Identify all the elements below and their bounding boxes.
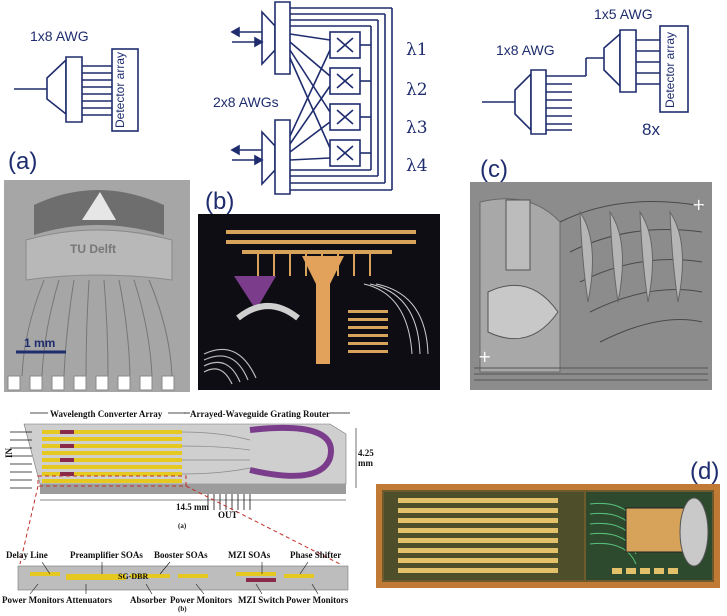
out-label: OUT xyxy=(218,510,238,520)
wavelength-3: λ3 xyxy=(406,118,428,138)
subfig-a-label: (a) xyxy=(178,522,187,530)
top-label-preamp-soas: Preamplifier SOAs xyxy=(70,550,143,560)
multiplier-label: 8x xyxy=(642,120,660,139)
chip-photo-b xyxy=(198,214,440,390)
panel-label-b: (b) xyxy=(205,188,235,215)
bottom-label-power-monitors-2: Power Monitors xyxy=(170,595,233,605)
subfig-b-label: (b) xyxy=(178,605,187,613)
awg-b-label: 2x8 AWGs xyxy=(213,94,279,110)
awg-a-title: 1x8 AWG xyxy=(30,28,89,44)
awg-c-title-1x5: 1x5 AWG xyxy=(594,6,653,22)
wavelength-4: λ4 xyxy=(406,156,428,176)
panel-label-c: (c) xyxy=(480,156,508,183)
height-dimension: 4.25 mm xyxy=(358,448,374,468)
sgdbr-label: SG-DBR xyxy=(118,572,149,581)
header-converter: Wavelength Converter Array xyxy=(50,409,163,419)
chip-photo-d xyxy=(376,484,720,588)
bottom-label-attenuators: Attenuators xyxy=(66,595,112,605)
bottom-label-mzi-switch: MZI Switch xyxy=(238,595,285,605)
chip-photo-c: + + xyxy=(470,182,712,390)
svg-text:+: + xyxy=(478,347,491,366)
bottom-label-power-monitors-1: Power Monitors xyxy=(2,595,65,605)
in-label: IN xyxy=(4,447,15,459)
bottom-label-absorber: Absorber xyxy=(130,595,167,605)
header-router: Arrayed-Waveguide Grating Router xyxy=(190,409,330,419)
panel-label-d: (d) xyxy=(690,458,720,485)
wavelength-2: λ2 xyxy=(406,80,428,100)
width-dimension: 14.5 mm xyxy=(176,502,209,512)
awg-c-title-1x8: 1x8 AWG xyxy=(496,42,555,58)
chip-photo-a: TU Delft 1 mm xyxy=(4,180,190,392)
wavelength-1: λ1 xyxy=(406,40,428,60)
top-label-phase-shifter: Phase Shifter xyxy=(290,550,342,560)
panel-label-a: (a) xyxy=(8,148,38,175)
svg-text:+: + xyxy=(692,195,705,214)
top-label-delay-line: Delay Line xyxy=(6,550,48,560)
top-label-mzi-soas: MZI SOAs xyxy=(228,550,271,560)
scale-bar-label: 1 mm xyxy=(24,336,56,350)
tu-delft-logo: TU Delft xyxy=(70,242,116,256)
top-label-booster-soas: Booster SOAs xyxy=(154,550,208,560)
bottom-label-power-monitors-3: Power Monitors xyxy=(286,595,349,605)
